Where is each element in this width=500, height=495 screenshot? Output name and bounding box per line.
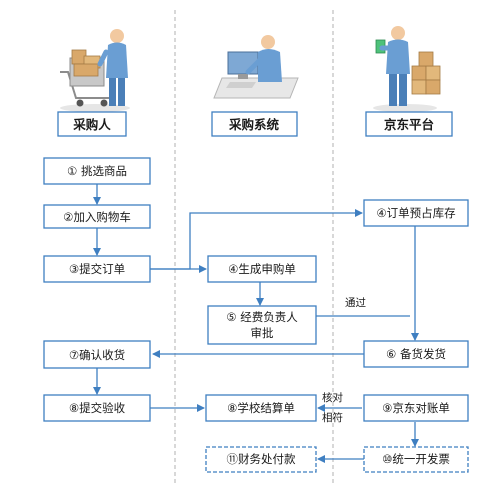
- edge-label-approved: 通过: [345, 296, 366, 309]
- step-2-box: ②加入购物车: [43, 204, 151, 229]
- step-2-label: ②加入购物车: [63, 210, 131, 224]
- shopper-with-cart-icon: [60, 29, 130, 112]
- step-8-box: ⑧提交验收: [43, 394, 151, 422]
- lane-header-buyer-label: 采购人: [72, 117, 111, 132]
- arrow-3-4b: [150, 209, 363, 270]
- step-4b-label: ④订单预占库存: [376, 206, 455, 220]
- step-3-box: ③提交订单: [43, 255, 151, 283]
- step-10-box: ⑩统一开发票: [363, 446, 469, 473]
- step-4a-label: ④生成申购单: [228, 262, 296, 276]
- step-5-label-line2: 审批: [251, 326, 274, 340]
- lane-header-jd-label: 京东平台: [384, 117, 434, 132]
- step-7-label: ⑦确认收货: [69, 348, 125, 362]
- step-8-label: ⑧提交验收: [69, 401, 126, 415]
- lane-header-buyer: 采购人: [57, 111, 127, 137]
- step-5-label-line1: ⑤ 经费负责人: [226, 310, 298, 324]
- step-6-label: ⑥ 备货发货: [386, 347, 446, 361]
- step-11-label: ⑪财务处付款: [227, 452, 296, 466]
- step-10-label: ⑩统一开发票: [382, 452, 450, 466]
- step-5-box: ⑤ 经费负责人 审批: [207, 305, 317, 345]
- step-9-box: ⑨京东对账单: [363, 394, 469, 422]
- step-8b-box: ⑧学校结算单: [205, 394, 317, 422]
- flow-arrows: [93, 184, 419, 463]
- computer-operator-icon: [213, 35, 299, 99]
- edge-label-reconcile-line1: 核对: [322, 391, 343, 404]
- warehouse-worker-icon: [373, 26, 441, 112]
- step-4b-box: ④订单预占库存: [363, 199, 469, 227]
- step-4a-box: ④生成申购单: [207, 255, 317, 283]
- edge-label-reconcile-line2: 相符: [322, 411, 343, 424]
- step-8b-label: ⑧学校结算单: [227, 401, 295, 415]
- step-1-box: ① 挑选商品: [43, 157, 151, 185]
- step-1-label: ① 挑选商品: [67, 164, 127, 178]
- lane-header-jd: 京东平台: [365, 111, 453, 137]
- step-7-box: ⑦确认收货: [43, 340, 151, 369]
- lane-header-system: 采购系统: [211, 111, 298, 137]
- step-11-box: ⑪财务处付款: [205, 446, 317, 473]
- step-9-label: ⑨京东对账单: [382, 401, 450, 415]
- lane-header-system-label: 采购系统: [228, 117, 280, 132]
- step-6-box: ⑥ 备货发货: [363, 340, 469, 368]
- step-3-label: ③提交订单: [69, 262, 125, 276]
